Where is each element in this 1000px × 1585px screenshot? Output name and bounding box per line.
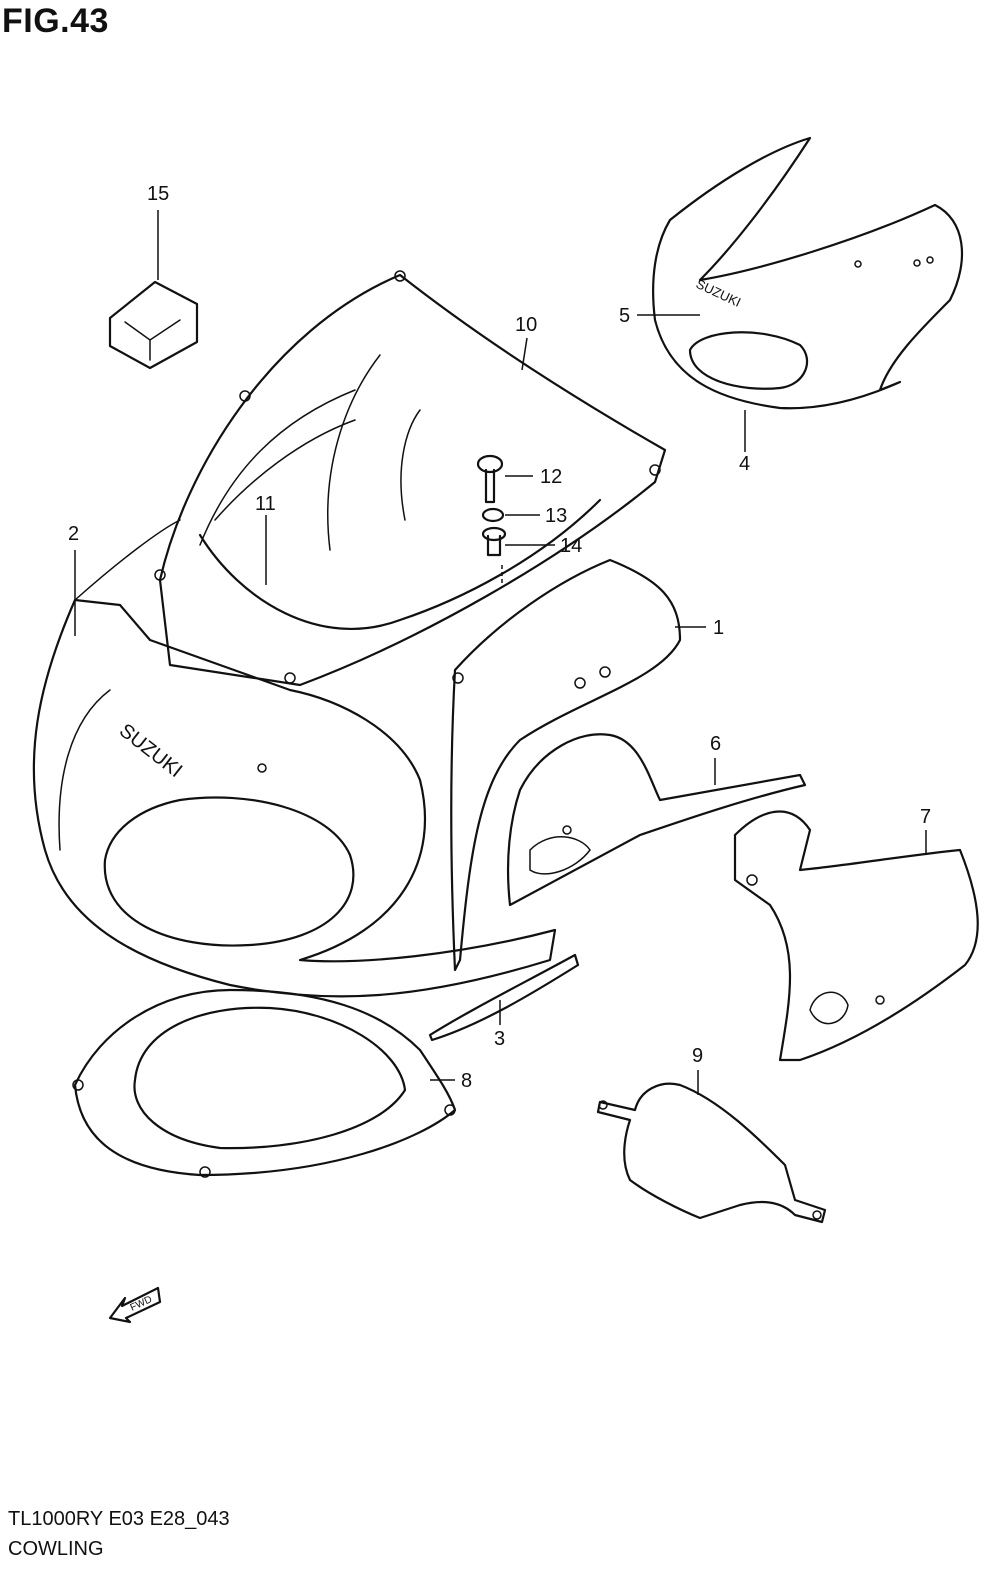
part-2-upper-cowling: SUZUKI [32, 519, 557, 998]
callout-9: 9 [692, 1045, 703, 1067]
callout-12: 12 [540, 466, 562, 488]
part-9-bracket-cover [596, 1082, 827, 1224]
callout-1: 1 [713, 617, 724, 639]
callout-4: 4 [739, 453, 750, 475]
suzuki-logo-mark: SUZUKI [115, 720, 186, 782]
fwd-arrow-icon: FWD [108, 1286, 162, 1324]
figure-title: FIG.43 [2, 2, 109, 40]
part-5-emblem: SUZUKI [694, 276, 744, 310]
callout-labels: 1 2 3 4 5 6 7 8 9 10 11 12 13 14 15 [68, 183, 931, 1092]
emblem-suzuki-mark: SUZUKI [694, 276, 744, 310]
callout-7: 7 [920, 806, 931, 828]
callout-3: 3 [494, 1028, 505, 1050]
callout-10: 10 [515, 314, 537, 336]
callout-5: 5 [619, 305, 630, 327]
part-8-under-cowl [72, 988, 457, 1178]
part-12-screw [476, 454, 504, 504]
model-code: TL1000RY E03 E28_043 [8, 1508, 230, 1530]
leader-lines [74, 210, 927, 1095]
callout-8: 8 [461, 1070, 472, 1092]
callout-15: 15 [147, 183, 169, 205]
part-6-inner-panel [506, 733, 807, 907]
part-10-windscreen [154, 270, 667, 687]
callout-2: 2 [68, 523, 79, 545]
part-3-lower-trim [428, 953, 580, 1042]
callout-14: 14 [560, 535, 582, 557]
callout-13: 13 [545, 505, 567, 527]
part-15-label-block [108, 280, 199, 370]
section-name: COWLING [8, 1538, 104, 1560]
part-7-side-panel [733, 810, 979, 1062]
callout-11: 11 [255, 493, 276, 515]
part-1-side-cowling [450, 558, 682, 972]
callout-6: 6 [710, 733, 721, 755]
part-11-inner-trim [198, 419, 602, 630]
part-14-grommet [481, 526, 507, 588]
part-4-front-cowl [652, 136, 964, 410]
part-13-washer [481, 507, 505, 523]
